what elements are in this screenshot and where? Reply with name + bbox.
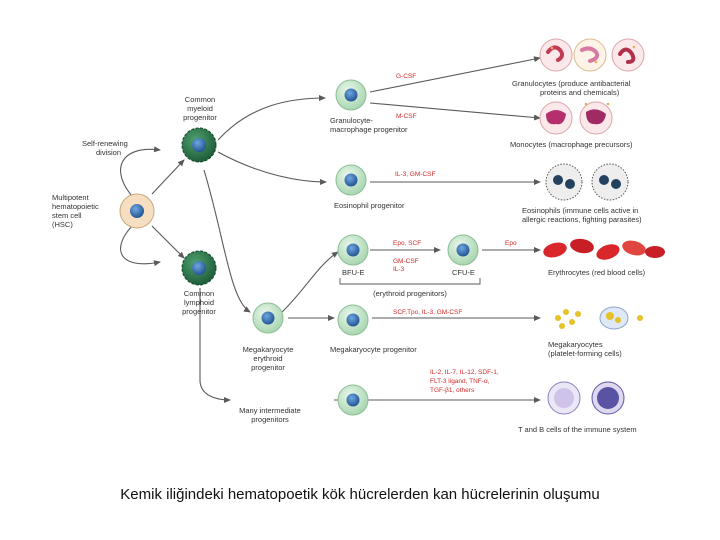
cfu-e-label: CFU-E bbox=[452, 268, 475, 277]
factor-gm-il3-2: IL-3 bbox=[393, 266, 405, 273]
factor-labels: G-CSF M-CSF IL-3, GM-CSF Epo, SCF GM-CSF… bbox=[393, 73, 517, 394]
arrow-hsc-lymphoid bbox=[151, 225, 185, 259]
factor-scf-tpo: SCF,Tpo, IL-3, GM-CSF bbox=[393, 309, 462, 316]
erythroid-bracket bbox=[339, 278, 481, 285]
progenitor-cells bbox=[119, 79, 479, 416]
myeloid-cell bbox=[181, 127, 217, 163]
gm-label-2: macrophage progenitor bbox=[330, 125, 408, 134]
granulocytes-label-2: proteins and chemicals) bbox=[540, 88, 620, 97]
self-renewing-label-2: division bbox=[96, 148, 121, 157]
factor-gm-il3-1: GM-CSF bbox=[393, 258, 419, 265]
arrow-myeloid-mep bbox=[203, 169, 251, 313]
monocyte-icons bbox=[539, 101, 613, 135]
gm-progenitor-cell bbox=[335, 79, 367, 111]
eosinophil-progenitor-cell bbox=[335, 164, 367, 196]
arrow-gm-granulocytes bbox=[369, 56, 541, 93]
intermediate-progenitor-cell bbox=[337, 384, 369, 416]
factor-il3-gm: IL-3, GM-CSF bbox=[395, 171, 435, 178]
arrow-myeloid-gm bbox=[217, 95, 326, 141]
hsc-label-2: hematopoietic bbox=[52, 202, 99, 211]
mk-progenitor-label: Megakaryocyte progenitor bbox=[330, 345, 417, 354]
mk-progenitor-cell bbox=[337, 304, 369, 336]
mature-labels: Granulocytes (produce antibacterial prot… bbox=[510, 79, 646, 434]
eosinophils-label-1: Eosinophils (immune cells active in bbox=[522, 206, 638, 215]
arrow-gm-monocytes bbox=[369, 102, 541, 121]
factor-lymph-2: FLT-3 ligand, TNF-α, bbox=[430, 378, 490, 385]
figure-caption: Kemik iliğindeki hematopoetik kök hücrel… bbox=[120, 486, 600, 503]
bfu-e-label: BFU-E bbox=[342, 268, 365, 277]
self-renew-arrow-bottom bbox=[120, 225, 161, 267]
intermediate-label-2: progenitors bbox=[251, 415, 289, 424]
mep-cell bbox=[252, 302, 284, 334]
eosinophil-icons bbox=[545, 163, 629, 201]
progenitor-labels: Common myeloid progenitor Common lymphoi… bbox=[182, 95, 475, 424]
factor-g-csf: G-CSF bbox=[396, 73, 416, 80]
arrow-mep-bfu bbox=[281, 251, 339, 313]
arrow-lymphoid-intermediate bbox=[199, 288, 231, 403]
bfu-e-cell bbox=[337, 234, 369, 266]
megakaryocytes-label-1: Megakaryocytes bbox=[548, 340, 603, 349]
mep-label-2: erythroid bbox=[253, 354, 282, 363]
factor-lymph-1: IL-2, IL-7, IL-12, SDF-1, bbox=[430, 369, 499, 376]
hsc-label-1: Multipotent bbox=[52, 193, 90, 202]
mature-cells bbox=[539, 38, 665, 415]
arrows bbox=[120, 56, 541, 403]
mep-label-1: Megakaryocyte bbox=[243, 345, 294, 354]
lymphocytes-label: T and B cells of the immune system bbox=[518, 425, 637, 434]
intermediate-label-1: Many intermediate bbox=[239, 406, 301, 415]
factor-epo-scf: Epo, SCF bbox=[393, 240, 421, 247]
erythrocyte-icons bbox=[543, 238, 665, 260]
hsc-cell bbox=[119, 193, 155, 229]
factor-lymph-3: TGF-β1, others bbox=[430, 387, 475, 394]
lymphoid-label-3: progenitor bbox=[182, 307, 216, 316]
self-renew-arrow-top bbox=[120, 146, 161, 197]
cfu-e-cell bbox=[447, 234, 479, 266]
lymphoid-label-1: Common bbox=[184, 289, 214, 298]
eosinophils-label-2: allergic reactions, fighting parasites) bbox=[522, 215, 642, 224]
erythrocytes-label: Erythrocytes (red blood cells) bbox=[548, 268, 646, 277]
stem-labels: Self-renewing division Multipotent hemat… bbox=[52, 139, 128, 229]
eosinophil-progenitor-label: Eosinophil progenitor bbox=[334, 201, 405, 210]
hsc-label-4: (HSC) bbox=[52, 220, 73, 229]
factor-m-csf: M-CSF bbox=[396, 113, 417, 120]
myeloid-label-1: Common bbox=[185, 95, 215, 104]
factor-epo: Epo bbox=[505, 240, 517, 247]
lymphoid-label-2: lymphoid bbox=[184, 298, 214, 307]
monocytes-label: Monocytes (macrophage precursors) bbox=[510, 140, 633, 149]
granulocyte-icons bbox=[539, 38, 645, 72]
arrow-myeloid-eosinophil bbox=[217, 151, 327, 185]
lymphoid-cell bbox=[181, 250, 217, 286]
erythroid-group-label: (erythroid progenitors) bbox=[373, 289, 447, 298]
arrow-hsc-myeloid bbox=[151, 159, 185, 195]
megakaryocytes-label-2: (platelet-forming cells) bbox=[548, 349, 622, 358]
lymphocyte-icons bbox=[547, 381, 625, 415]
myeloid-label-3: progenitor bbox=[183, 113, 217, 122]
megakaryocyte-icons bbox=[555, 306, 643, 330]
myeloid-label-2: myeloid bbox=[187, 104, 213, 113]
self-renewing-label-1: Self-renewing bbox=[82, 139, 128, 148]
hsc-label-3: stem cell bbox=[52, 211, 82, 220]
gm-label-1: Granulocyte- bbox=[330, 116, 373, 125]
granulocytes-label-1: Granulocytes (produce antibacterial bbox=[512, 79, 631, 88]
mep-label-3: progenitor bbox=[251, 363, 285, 372]
